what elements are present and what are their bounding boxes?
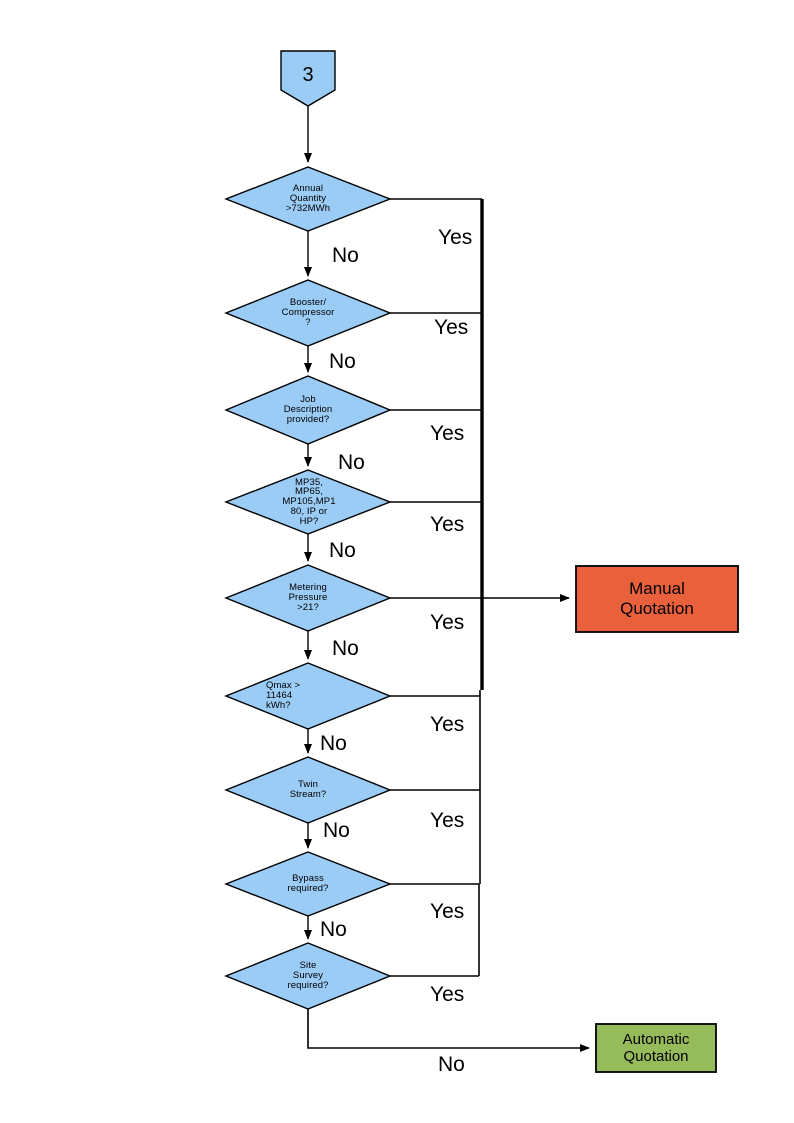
decision-mp-pressure-tier[interactable] (226, 470, 390, 534)
edge-label-mptier-no: No (329, 539, 356, 562)
manual-quotation[interactable] (576, 566, 738, 632)
edge-label-twinstream-no: No (323, 819, 350, 842)
decision-booster-compressor[interactable] (226, 280, 390, 346)
edge-label-sitesurvey-no: No (438, 1053, 465, 1076)
connector-3-shape[interactable] (280, 50, 336, 107)
decision-qmax[interactable] (226, 663, 390, 729)
edge-label-jobdesc-yes: Yes (430, 422, 465, 445)
edge-label-qmax-yes: Yes (430, 713, 465, 736)
edge-label-jobdesc-no: No (338, 451, 365, 474)
edge-label-bypass-no: No (320, 918, 347, 941)
connector-3[interactable] (281, 51, 335, 106)
automatic-quotation-shape[interactable] (595, 1023, 717, 1073)
decision-twin-stream[interactable] (226, 757, 390, 823)
edge-label-annual-yes: Yes (438, 226, 473, 249)
edge-label-annual-no: No (332, 244, 359, 267)
manual-quotation-shape[interactable] (575, 565, 739, 633)
decision-job-description[interactable] (226, 376, 390, 444)
edge-label-booster-yes: Yes (434, 316, 469, 339)
edge-label-mptier-yes: Yes (430, 513, 465, 536)
automatic-quotation[interactable] (596, 1024, 716, 1072)
edge-label-twinstream-yes: Yes (430, 809, 465, 832)
edge-sitesurvey-no-to-automatic (307, 1009, 590, 1052)
edge-label-qmax-no: No (320, 732, 347, 755)
edge-label-sitesurvey-yes: Yes (430, 983, 465, 1006)
decision-site-survey[interactable] (226, 943, 390, 1009)
edge-label-bypass-yes: Yes (430, 900, 465, 923)
edge-label-booster-no: No (329, 350, 356, 373)
decision-metering-pressure[interactable] (226, 565, 390, 631)
edge-label-metering-yes: Yes (430, 611, 465, 634)
decision-bypass-required[interactable] (226, 852, 390, 916)
decision-annual-quantity[interactable] (226, 167, 390, 231)
edge-label-metering-no: No (332, 637, 359, 660)
